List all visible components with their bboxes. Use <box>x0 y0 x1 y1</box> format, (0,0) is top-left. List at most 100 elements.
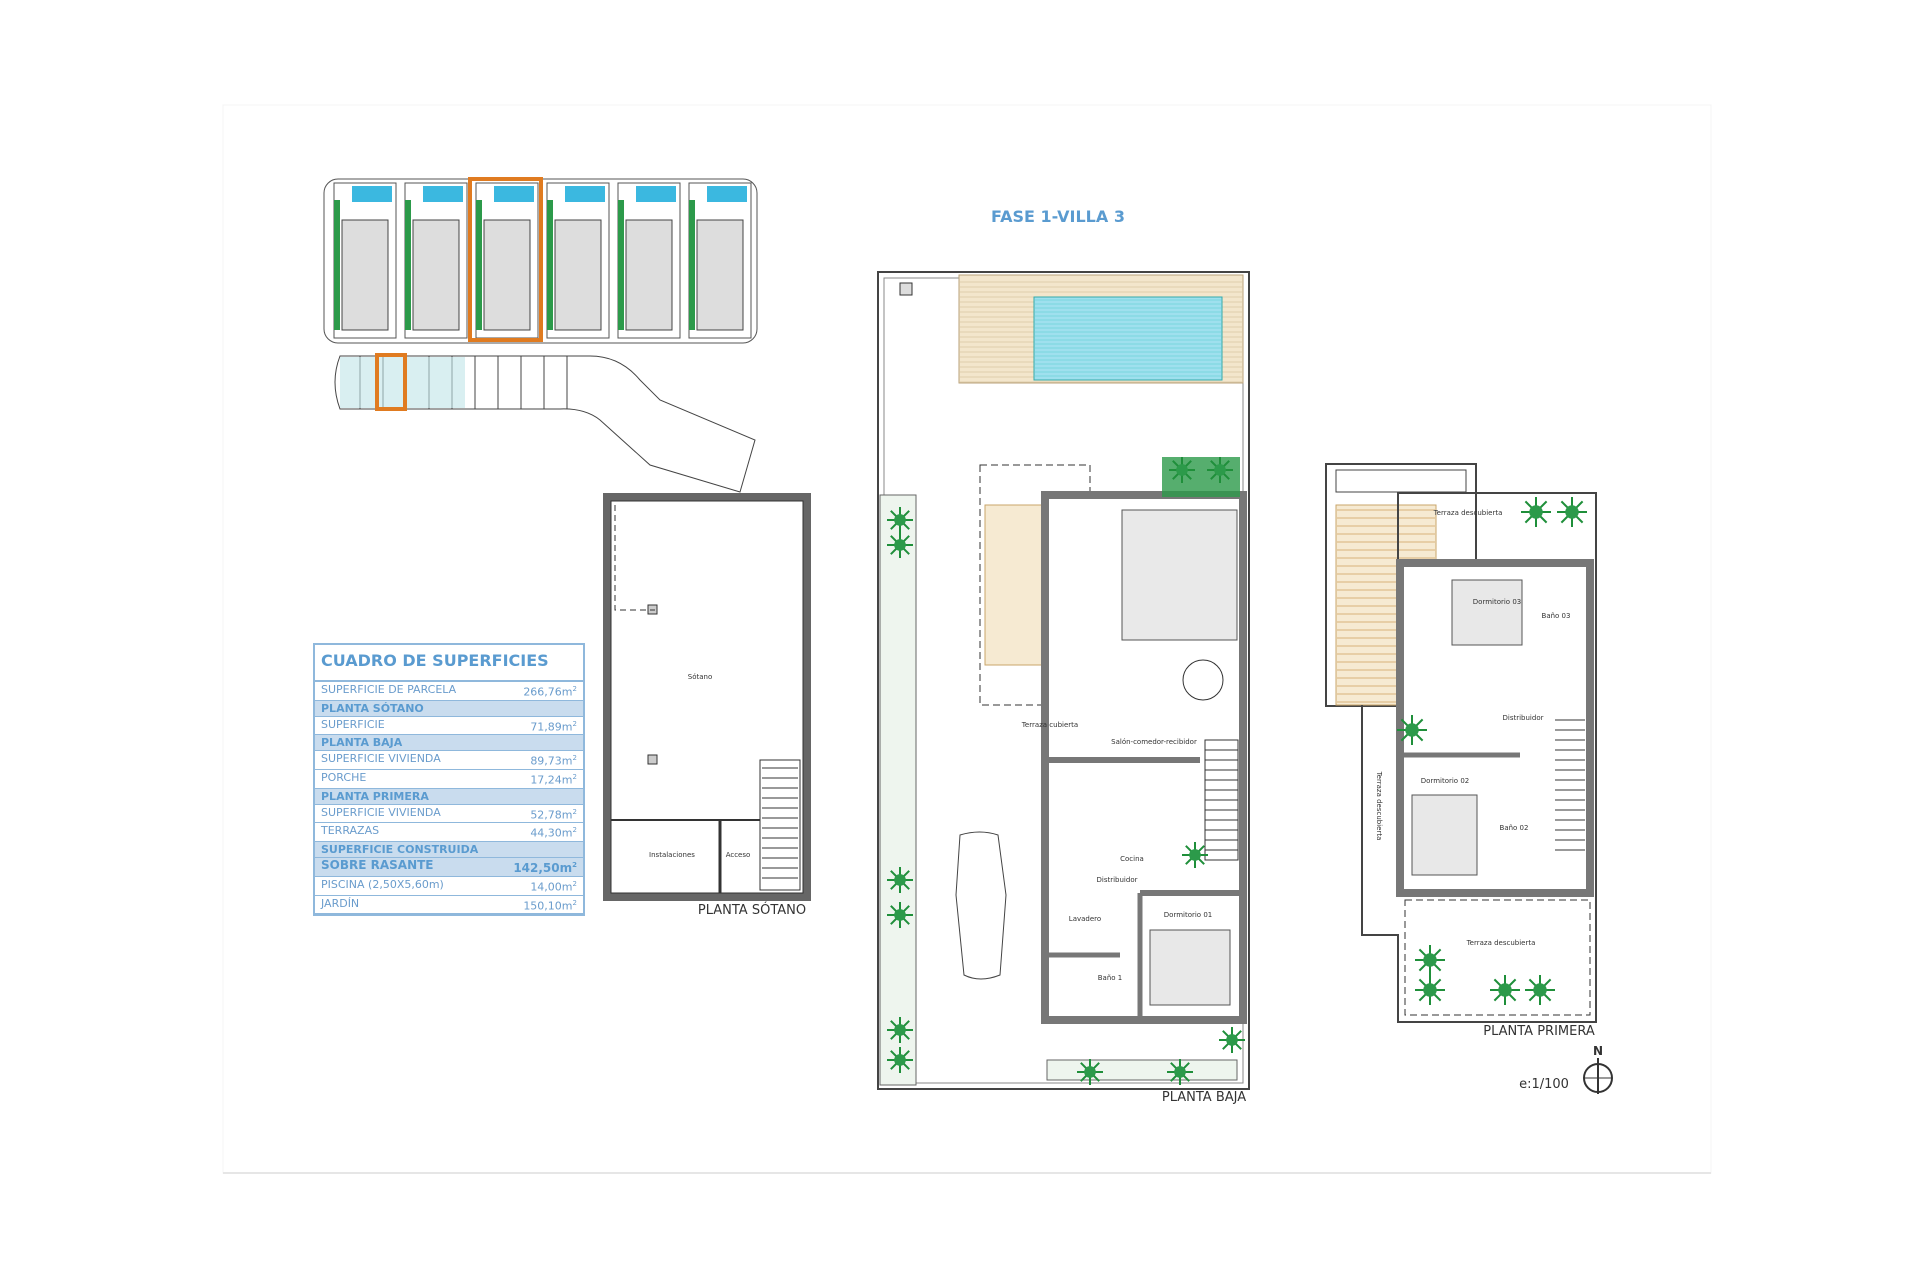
scale-label: e:1/100 <box>1519 1077 1569 1092</box>
room-label: Baño 03 <box>1542 612 1571 620</box>
table-section-row: PLANTA PRIMERA <box>315 788 583 805</box>
row-value: 52,78m2 <box>530 807 577 822</box>
table-section-row: SUPERFICIE CONSTRUIDA <box>315 841 583 858</box>
tree-icon <box>1565 505 1579 519</box>
tree-icon <box>894 539 906 551</box>
row-label: SUPERFICIE <box>321 717 385 731</box>
tree-icon <box>1084 1066 1096 1078</box>
site-plan <box>323 177 758 493</box>
tree-icon <box>894 514 906 526</box>
tree-icon <box>1226 1034 1238 1046</box>
selected-villa-highlight <box>468 177 543 342</box>
selected-parking-highlight <box>375 353 407 411</box>
villa-pool <box>423 186 463 202</box>
row-label: PLANTA PRIMERA <box>321 789 429 803</box>
villa-garden <box>689 200 695 330</box>
row-label: PLANTA SÓTANO <box>321 701 424 715</box>
row-label: SUPERFICIE VIVIENDA <box>321 805 441 819</box>
tree-icon <box>1529 505 1543 519</box>
plan-title-baja: PLANTA BAJA <box>1162 1090 1246 1105</box>
sofa-rug <box>1121 509 1238 641</box>
tree-icon <box>894 909 906 921</box>
villa-house <box>554 219 602 331</box>
room-label: Distribuidor <box>1097 876 1138 884</box>
table-section-row: SOBRE RASANTE 142,50m2 <box>315 857 583 877</box>
row-value: 89,73m2 <box>530 754 577 768</box>
villa-garden <box>618 200 624 330</box>
row-value: 44,30m2 <box>530 826 577 840</box>
room-label: Cocina <box>1120 855 1144 863</box>
row-value: 17,24m2 <box>530 772 577 787</box>
table-row: TERRAZAS 44,30m2 <box>315 823 583 842</box>
plan-title-sotano: PLANTA SÓTANO <box>698 902 806 918</box>
villa-house <box>625 219 673 331</box>
table-section-row: PLANTA SÓTANO <box>315 700 583 717</box>
villa-pool <box>352 186 392 202</box>
car-icon <box>955 831 1007 980</box>
tree-icon <box>1176 464 1188 476</box>
villa-pool <box>494 186 534 202</box>
villa-garden <box>405 200 411 330</box>
tree-icon <box>1174 1066 1186 1078</box>
table-row: SUPERFICIE VIVIENDA 89,73m2 <box>315 751 583 770</box>
tree-icon <box>1189 849 1201 861</box>
plan-baja: Terraza cubierta Salón-comedor-recibidor… <box>877 271 1250 1105</box>
villa-pool <box>707 186 747 202</box>
table-row: PISCINA (2,50X5,60m)14,00m2 <box>315 877 583 896</box>
room-label: Acceso <box>726 851 751 859</box>
villa-house <box>341 219 389 331</box>
room-label: Terraza cubierta <box>1021 721 1078 729</box>
row-label: PISCINA (2,50X5,60m) <box>321 877 444 891</box>
tree-icon <box>1423 953 1437 967</box>
room-label: Dormitorio 02 <box>1421 777 1469 785</box>
room-label: Lavadero <box>1069 915 1101 923</box>
villa-pool <box>565 186 605 202</box>
tree-icon <box>894 1054 906 1066</box>
room-label: Instalaciones <box>649 851 695 859</box>
room-label: Sótano <box>688 673 712 681</box>
row-label: PLANTA BAJA <box>321 736 403 750</box>
villa-pool <box>636 186 676 202</box>
parking-hatch <box>340 357 465 408</box>
row-label: SOBRE RASANTE <box>321 857 434 872</box>
row-value: 266,76m2 <box>523 685 577 699</box>
tree-icon <box>1214 464 1226 476</box>
tree-icon <box>894 874 906 886</box>
room-label: Distribuidor <box>1503 714 1544 722</box>
villa-garden <box>334 200 340 330</box>
row-label: SUPERFICIE DE PARCELA <box>321 683 457 696</box>
table-row: SUPERFICIE VIVIENDA 52,78m2 <box>315 805 583 824</box>
villa-garden <box>547 200 553 330</box>
tree-icon <box>1498 983 1512 997</box>
table-row: SUPERFICIE DE PARCELA 266,76m2 <box>315 682 583 701</box>
table-heading: CUADRO DE SUPERFICIES <box>315 645 583 682</box>
room-label: Salón-comedor-recibidor <box>1111 738 1197 746</box>
table-section-row: PLANTA BAJA <box>315 735 583 752</box>
plan-sotano: Sótano Instalaciones Acceso PLANTA SÓTAN… <box>603 493 811 918</box>
row-label: PORCHE <box>321 770 367 784</box>
tree-icon <box>1533 983 1547 997</box>
villa-garden <box>476 200 482 330</box>
room-label: Baño 02 <box>1500 824 1529 832</box>
room-label: Terraza descubierta <box>1375 771 1383 841</box>
tree-icon <box>894 1024 906 1036</box>
villa-house <box>412 219 460 331</box>
room-label: Dormitorio 03 <box>1473 598 1521 606</box>
villa-house <box>483 219 531 331</box>
page-title: FASE 1-VILLA 3 <box>991 207 1125 226</box>
surface-table: CUADRO DE SUPERFICIES SUPERFICIE DE PARC… <box>313 643 585 917</box>
room-label: Baño 1 <box>1098 974 1123 982</box>
row-value: 142,50m2 <box>513 860 577 875</box>
room-label: Dormitorio 01 <box>1164 911 1212 919</box>
row-label: TERRAZAS <box>321 824 380 838</box>
north-arrow-icon: N <box>1583 1044 1613 1094</box>
row-value: 150,10m2 <box>523 898 577 913</box>
plan-primera: Terraza descubierta Dormitorio 03 Baño 0… <box>1325 463 1597 1039</box>
pool <box>1033 296 1223 381</box>
room-label: Terraza descubierta <box>1466 939 1536 947</box>
row-label: SUPERFICIE CONSTRUIDA <box>321 842 479 856</box>
row-label: SUPERFICIE VIVIENDA <box>321 752 441 766</box>
